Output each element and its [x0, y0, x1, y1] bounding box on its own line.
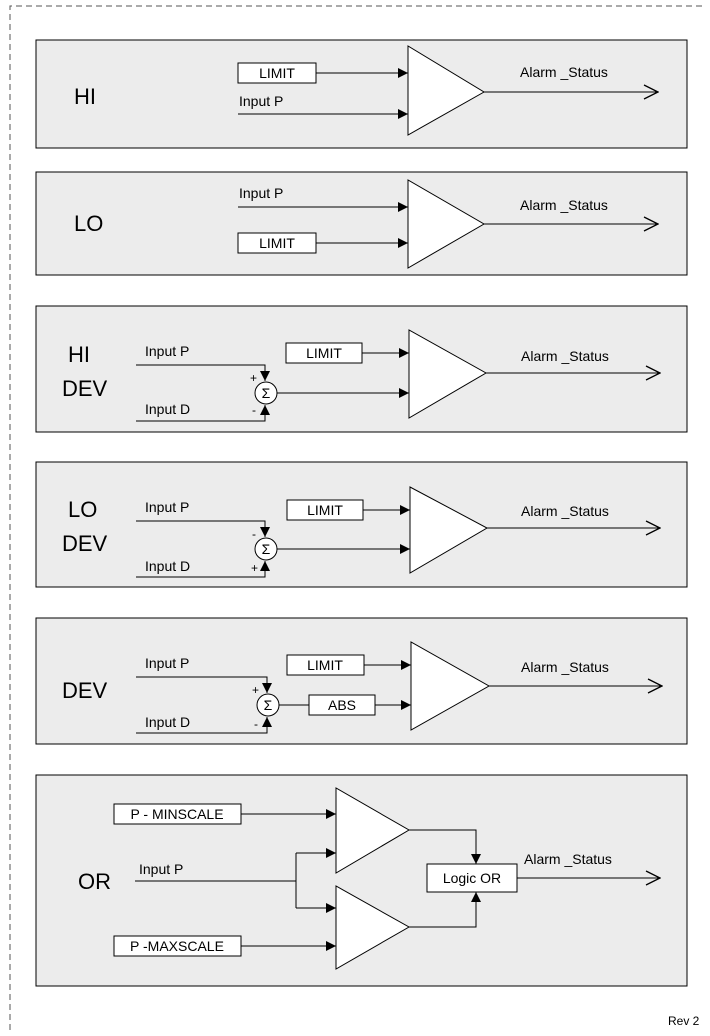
comparator-lower	[335, 885, 411, 970]
output-label: Alarm _Status	[521, 659, 609, 675]
input-p-arrow	[136, 520, 270, 537]
panel-title-line2: DEV	[62, 531, 108, 556]
plus-sign: +	[250, 371, 257, 385]
panel-lo-dev: LO DEV Input P Input D - + Σ LIMIT Alarm…	[35, 461, 688, 588]
input-d-arrow	[136, 405, 270, 422]
comparator	[410, 641, 491, 731]
panel-lo: LO Input P LIMIT Alarm _Status	[35, 171, 688, 276]
limit-label: LIMIT	[259, 65, 295, 81]
plus-sign: +	[251, 561, 258, 575]
panel-title: OR	[78, 869, 111, 894]
panel-title-line2: DEV	[62, 376, 108, 401]
input-p-label: Input P	[145, 655, 189, 671]
panel-hi: HI LIMIT Input P Alarm _Status	[35, 39, 688, 149]
output-label: Alarm _Status	[521, 348, 609, 364]
output-label: Alarm _Status	[520, 197, 608, 213]
limit-label: LIMIT	[259, 235, 295, 251]
input-d-label: Input D	[145, 401, 190, 417]
logic-or-label: Logic OR	[443, 870, 501, 886]
input-p-arrow	[136, 364, 270, 381]
input-d-label: Input D	[145, 714, 190, 730]
limit-label: LIMIT	[306, 345, 342, 361]
panel-title: HI	[74, 84, 96, 109]
minus-sign: -	[252, 403, 256, 417]
input-p-label: Input P	[145, 499, 189, 515]
plus-sign: +	[252, 683, 259, 697]
sigma-symbol: Σ	[262, 385, 271, 401]
input-p-label: Input P	[145, 343, 189, 359]
lower-to-logic-arrow	[409, 892, 481, 928]
input-p-label: Input P	[239, 185, 283, 201]
maxscale-label: P -MAXSCALE	[130, 938, 224, 954]
panel-hi-dev: HI DEV Input P Input D + - Σ LIMIT Alarm…	[35, 305, 688, 433]
panel-title-line1: HI	[68, 342, 90, 367]
panel-or: OR P - MINSCALE Input P P -MAXSCALE Logi…	[35, 774, 688, 987]
page-border	[9, 5, 706, 1030]
panel-background	[35, 39, 688, 149]
panel-title: LO	[74, 211, 103, 236]
abs-label: ABS	[328, 697, 356, 713]
limit-label: LIMIT	[307, 502, 343, 518]
logic-or-box	[426, 863, 518, 893]
minscale-label: P - MINSCALE	[130, 806, 223, 822]
sigma-symbol: Σ	[262, 541, 271, 557]
comparator	[408, 329, 488, 419]
comparator	[407, 179, 485, 269]
input-p-label: Input P	[139, 861, 183, 877]
output-label: Alarm _Status	[521, 503, 609, 519]
minus-sign: -	[254, 717, 258, 731]
comparator	[409, 486, 489, 574]
panel-dev: DEV Input P Input D + - Σ LIMIT ABS Alar…	[35, 617, 688, 745]
panel-title-line1: LO	[68, 497, 97, 522]
output-label: Alarm _Status	[524, 851, 612, 867]
revision-label: Rev 2	[668, 1014, 700, 1028]
limit-label: LIMIT	[307, 657, 343, 673]
output-label: Alarm _Status	[520, 64, 608, 80]
panel-background	[35, 617, 688, 745]
input-d-label: Input D	[145, 558, 190, 574]
sigma-symbol: Σ	[264, 697, 273, 713]
comparator-upper	[335, 787, 410, 874]
minus-sign: -	[252, 527, 256, 541]
input-d-arrow	[136, 561, 270, 578]
comparator	[407, 45, 485, 136]
input-p-arrow	[136, 676, 272, 693]
panel-background	[35, 305, 688, 433]
panel-title: DEV	[62, 678, 108, 703]
panel-background	[35, 461, 688, 588]
input-p-label: Input P	[239, 93, 283, 109]
input-d-arrow	[136, 717, 272, 734]
upper-to-logic-arrow	[409, 829, 481, 864]
